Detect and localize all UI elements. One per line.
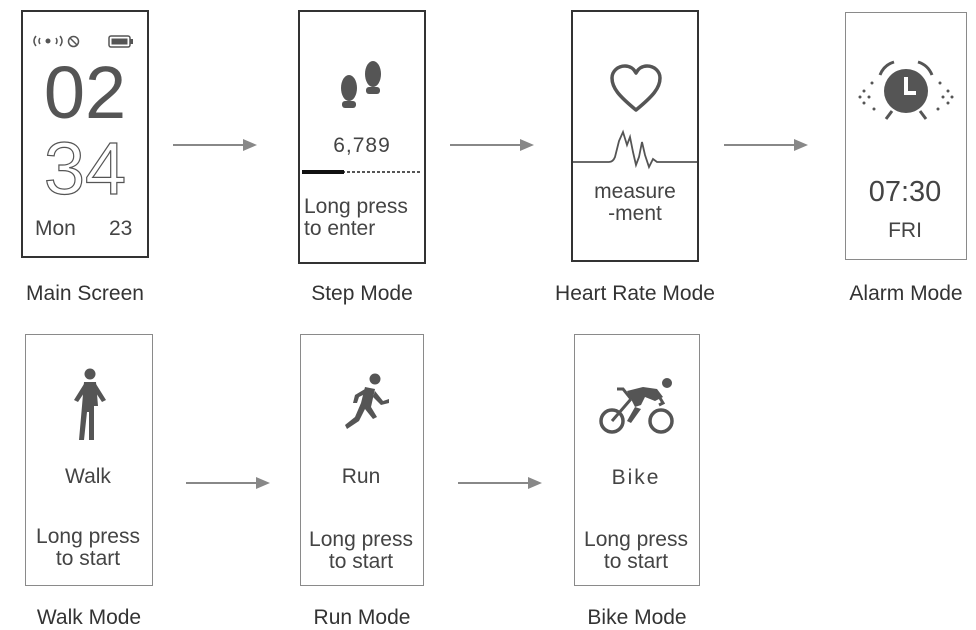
measurement-line1: measure: [594, 180, 676, 203]
signal-icon: [33, 35, 63, 47]
run-mode-screen: Run Long press to start: [300, 334, 424, 586]
walk-hint-line2: to start: [55, 547, 121, 570]
bike-hint-line2: to start: [603, 550, 669, 573]
run-label: Run: [341, 465, 381, 488]
arrow-right-icon: [173, 139, 257, 151]
arrow-right-icon: [724, 139, 808, 151]
walk-hint-line1: Long press: [36, 525, 140, 548]
caption-run-mode: Run Mode: [313, 606, 411, 629]
step-count: 6,789: [333, 134, 391, 157]
step-mode-screen: 6,789 Long press to enter: [298, 10, 426, 264]
heartbeat-wave: [573, 129, 697, 170]
caption-walk-mode: Walk Mode: [36, 606, 142, 629]
hour-display: 02: [43, 51, 127, 134]
alarm-time: 07:30: [868, 176, 942, 208]
battery-icon: [108, 35, 133, 48]
alarm-mode-screen: 07:30 FRI: [845, 12, 967, 260]
step-progress-bar: [302, 170, 422, 174]
bike-hint-line1: Long press: [584, 528, 688, 551]
running-person-icon: [345, 373, 389, 429]
alarm-clock-icon: [858, 60, 954, 120]
weekday-label: Mon: [35, 217, 76, 240]
measurement-line2: -ment: [608, 202, 662, 225]
no-disturb-icon: [67, 35, 80, 48]
cyclist-icon: [599, 378, 674, 434]
main-screen: 02 34 Mon 23: [21, 10, 149, 258]
step-hint-line2: to enter: [304, 217, 376, 240]
arrow-right-icon: [458, 477, 542, 489]
footprints-icon: [341, 61, 381, 108]
minute-display: 34: [43, 127, 127, 210]
run-hint-line1: Long press: [309, 528, 413, 551]
caption-main-screen: Main Screen: [26, 282, 144, 305]
walk-label: Walk: [65, 465, 111, 488]
caption-step-mode: Step Mode: [311, 282, 413, 305]
arrow-right-icon: [186, 477, 270, 489]
walking-person-icon: [74, 368, 106, 440]
walk-mode-screen: Walk Long press to start: [25, 334, 153, 586]
caption-heart-rate-mode: Heart Rate Mode: [555, 282, 715, 305]
heart-rate-screen: measure -ment: [571, 10, 699, 262]
bike-label: Bike: [611, 466, 661, 489]
heart-icon: [610, 64, 662, 112]
bike-mode-screen: Bike Long press to start: [574, 334, 700, 586]
alarm-day: FRI: [888, 219, 922, 242]
caption-alarm-mode: Alarm Mode: [849, 282, 963, 305]
caption-bike-mode: Bike Mode: [587, 606, 687, 629]
day-label: 23: [109, 217, 133, 240]
step-hint-line1: Long press: [304, 195, 408, 218]
arrow-right-icon: [450, 139, 534, 151]
run-hint-line2: to start: [328, 550, 394, 573]
